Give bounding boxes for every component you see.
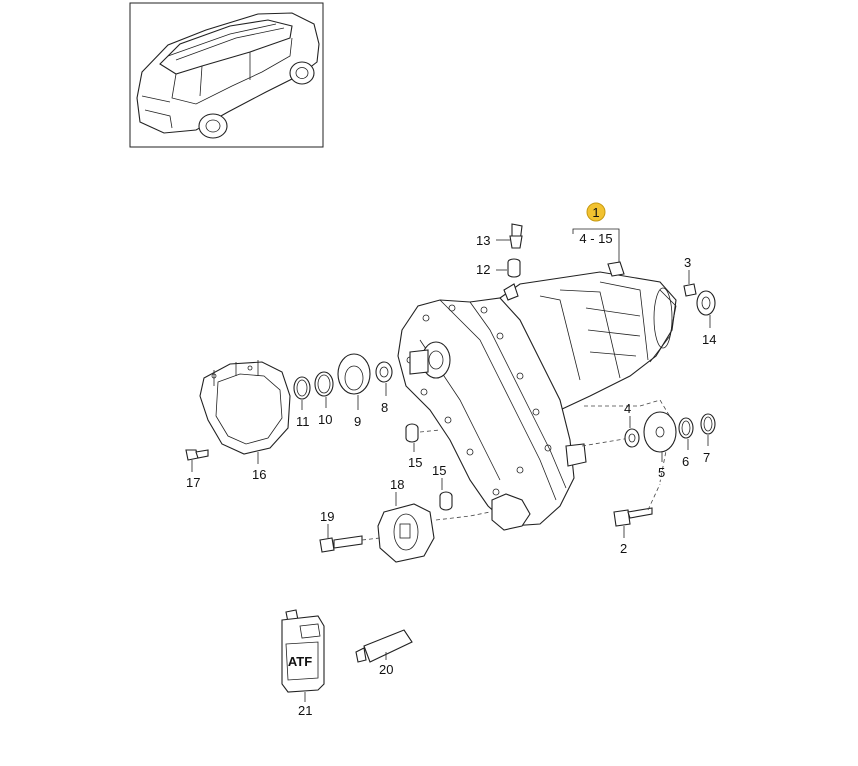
transfer-case-icon <box>397 261 677 531</box>
label-18: 18 <box>390 477 404 492</box>
part-15-lower[interactable]: 15 <box>432 463 453 511</box>
label-19: 19 <box>320 509 334 524</box>
part-14[interactable]: 14 <box>696 290 716 347</box>
label-4: 4 <box>624 401 631 416</box>
part-17[interactable]: 17 <box>185 449 209 490</box>
part-9[interactable]: 9 <box>337 353 371 429</box>
part-18[interactable]: 18 <box>377 477 491 563</box>
vehicle-thumbnail-icon <box>136 12 320 139</box>
label-8: 8 <box>381 400 388 415</box>
label-16: 16 <box>252 467 266 482</box>
part-20[interactable]: 20 <box>355 629 413 677</box>
callout-number: 1 <box>592 205 599 220</box>
label-2: 2 <box>620 541 627 556</box>
part-19[interactable]: 19 <box>319 509 381 553</box>
label-17: 17 <box>186 475 200 490</box>
part-2[interactable]: 2 <box>613 483 661 556</box>
atf-canister-icon <box>281 609 325 693</box>
part-10[interactable]: 10 <box>314 371 334 427</box>
label-21: 21 <box>298 703 312 718</box>
callout-1[interactable]: 1 4 - 15 <box>572 202 620 262</box>
callout-range: 4 - 15 <box>579 231 612 246</box>
label-9: 9 <box>354 414 361 429</box>
part-8[interactable]: 8 <box>375 361 393 415</box>
part-11[interactable]: 11 <box>293 376 311 429</box>
label-13: 13 <box>476 233 490 248</box>
part-3[interactable]: 3 <box>683 255 697 297</box>
part-7[interactable]: 7 <box>700 413 716 465</box>
part-16[interactable]: 16 <box>199 360 291 482</box>
vehicle-thumbnail <box>129 2 324 148</box>
label-10: 10 <box>318 412 332 427</box>
callout-badge[interactable] <box>586 202 606 222</box>
label-12: 12 <box>476 262 490 277</box>
label-6: 6 <box>682 454 689 469</box>
part-6[interactable]: 6 <box>678 417 694 469</box>
label-15a: 15 <box>408 455 422 470</box>
part-15-upper[interactable]: 15 <box>405 423 441 470</box>
label-11: 11 <box>296 414 310 429</box>
label-5: 5 <box>658 465 665 480</box>
part-5[interactable]: 5 <box>643 411 677 480</box>
part-21[interactable]: ATF 21 <box>281 609 325 718</box>
part-12[interactable]: 12 <box>476 258 521 278</box>
part-4[interactable]: 4 <box>624 401 640 448</box>
atf-label: ATF <box>288 654 312 669</box>
label-3: 3 <box>684 255 691 270</box>
label-14: 14 <box>702 332 716 347</box>
label-15b: 15 <box>432 463 446 478</box>
part-13[interactable]: 13 <box>476 223 523 249</box>
sealant-tube-icon <box>355 629 413 663</box>
label-20: 20 <box>379 662 393 677</box>
label-7: 7 <box>703 450 710 465</box>
